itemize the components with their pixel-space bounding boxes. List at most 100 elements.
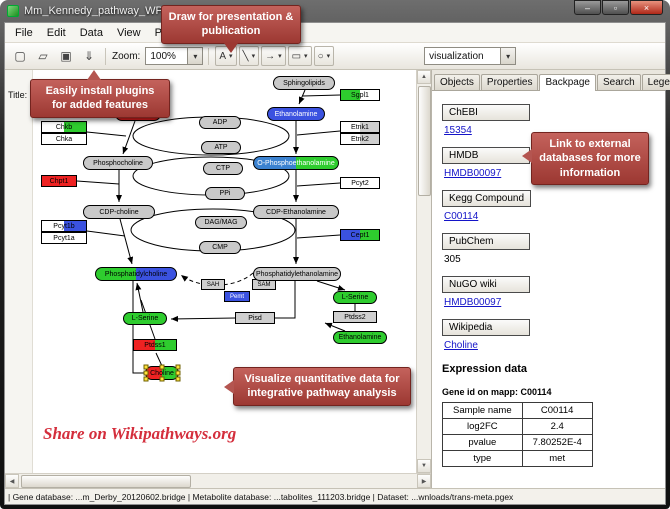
backpage-link-nugo-wiki[interactable]: HMDB00097 [444, 297, 502, 308]
backpage-section-header: NuGO wiki [442, 276, 530, 293]
pathway-node-chka[interactable]: Chka [41, 133, 87, 145]
title-bar: Mm_Kennedy_pathway_WP1771_45176.gpml – ▫… [4, 0, 666, 22]
pathway-node-adp[interactable]: ADP [199, 116, 241, 129]
chevron-down-icon[interactable]: ▾ [251, 53, 256, 60]
pathway-node-ppi[interactable]: PPi [205, 187, 245, 200]
backpage-link-kegg-compound[interactable]: C00114 [444, 211, 479, 222]
pathway-node-l-serine[interactable]: L-Serine [333, 291, 377, 304]
chevron-down-icon[interactable]: ▾ [326, 53, 331, 60]
new-file-button[interactable]: ▢ [9, 46, 31, 66]
pathway-node-ptdss2[interactable]: Ptdss2 [333, 311, 377, 323]
scroll-right-icon[interactable]: ▶ [417, 474, 431, 488]
scroll-left-icon[interactable]: ◀ [5, 474, 19, 488]
visualization-combobox[interactable]: visualization ▾ [424, 47, 517, 65]
pathway-node-phosphatidylcholine[interactable]: Phosphatidylcholine [95, 267, 177, 281]
pathway-node-pemt[interactable]: Pemt [224, 291, 250, 302]
pathway-node-ptdss1[interactable]: Ptdss1 [133, 339, 177, 351]
callout-text: Draw for presentation & publication [168, 11, 294, 38]
selection-handle[interactable] [143, 370, 149, 376]
scroll-down-icon[interactable]: ▼ [417, 459, 431, 473]
backpage-link-hmdb[interactable]: HMDB00097 [444, 168, 502, 179]
pathway-node-ctp[interactable]: CTP [203, 162, 243, 175]
open-folder-button[interactable]: ▱ [32, 46, 54, 66]
tab-search[interactable]: Search [596, 74, 641, 90]
pathway-node-pcyt1a[interactable]: Pcyt1a [41, 232, 87, 244]
scroll-up-icon[interactable]: ▲ [417, 70, 431, 84]
title-field-label: Title: [8, 90, 28, 100]
minimize-button[interactable]: – [574, 0, 601, 15]
callout-draw-presentation: Draw for presentation & publication [161, 5, 301, 53]
pathway-node-pcyt1b[interactable]: Pcyt1b [41, 220, 87, 232]
pathway-node-o-phosphoethanolamine[interactable]: O-Phosphoethanolamine [253, 156, 339, 170]
pathway-node-atp[interactable]: ATP [201, 141, 241, 154]
menu-item-data[interactable]: Data [79, 26, 103, 39]
backpage-section-header: Wikipedia [442, 319, 530, 336]
pathway-node-ethanolamine[interactable]: Ethanolamine [267, 107, 325, 121]
zoom-combobox[interactable]: 100% ▾ [145, 47, 204, 65]
pathway-node-cmp[interactable]: CMP [199, 241, 241, 254]
horizontal-scroll-thumb[interactable] [21, 474, 191, 488]
menu-item-file[interactable]: File [15, 26, 33, 39]
backpage-section-chebi: ChEBI 15354 [442, 102, 655, 136]
pathway-node-sphingolipids[interactable]: Sphingolipids [273, 76, 335, 90]
pathway-node-ethanolamine[interactable]: Ethanolamine [333, 331, 387, 344]
expression-cell: C00114 [521, 402, 593, 419]
tab-backpage[interactable]: Backpage [539, 74, 596, 91]
toolbar: ▢▱▣⇓ Zoom: 100% ▾ A▾╲▾→▾▭▾○▾ visualizati… [5, 43, 665, 70]
selection-handle[interactable] [143, 364, 149, 370]
pathway-node-l-serine[interactable]: L-Serine [123, 312, 167, 325]
app-icon [7, 5, 19, 17]
tab-objects[interactable]: Objects [434, 74, 480, 90]
rectangle-tool-button[interactable]: ▭▾ [287, 46, 312, 66]
pathway-node-cdp-ethanolamine[interactable]: CDP-Ethanolamine [253, 205, 339, 219]
pathway-node-phosphatidylethanolamine[interactable]: Phosphatidylethanolamine [253, 267, 341, 281]
horizontal-scrollbar[interactable]: ◀ ▶ [5, 473, 431, 488]
pathway-node-phosphocholine[interactable]: Phosphocholine [83, 156, 153, 170]
pathway-node-pcyt2[interactable]: Pcyt2 [340, 177, 380, 189]
chevron-down-icon[interactable]: ▾ [500, 48, 516, 64]
pathway-node-cept1[interactable]: Cept1 [340, 229, 380, 241]
selection-handle[interactable] [159, 364, 165, 370]
pathway-node-sah[interactable]: SAH [201, 279, 225, 290]
line-tool-button[interactable]: ╲▾ [238, 46, 260, 66]
pathway-node-choline[interactable]: Choline [143, 364, 181, 382]
ellipse-tool-button[interactable]: ○▾ [313, 46, 335, 66]
pathway-node-sgpl1[interactable]: Sgpl1 [340, 89, 380, 101]
pathway-node-etnk1[interactable]: Etnk1 [340, 121, 380, 133]
backpage-link-wikipedia[interactable]: Choline [444, 340, 478, 351]
menu-item-view[interactable]: View [116, 26, 141, 39]
maximize-button[interactable]: ▫ [602, 0, 629, 15]
backpage-link-chebi[interactable]: 15354 [444, 125, 472, 136]
callout-quantitative-data: Visualize quantitative data for integrat… [224, 367, 411, 406]
pathway-node-cdp-choline[interactable]: CDP-choline [83, 205, 155, 219]
selection-handle[interactable] [143, 376, 149, 382]
vertical-scrollbar[interactable]: ▲ ▼ [416, 70, 431, 473]
chevron-down-icon[interactable]: ▾ [304, 53, 308, 60]
pathway-node-etnk2[interactable]: Etnk2 [340, 133, 380, 145]
selection-handle[interactable] [175, 376, 181, 382]
selection-handle[interactable] [159, 376, 165, 382]
backpage-section-header: ChEBI [442, 104, 530, 121]
chevron-down-icon[interactable]: ▾ [229, 53, 233, 60]
tab-properties[interactable]: Properties [480, 74, 539, 90]
pathway-node-chkb[interactable]: Chkb [41, 121, 87, 133]
selection-handle[interactable] [175, 370, 181, 376]
chevron-down-icon[interactable]: ▾ [278, 53, 282, 60]
vertical-scroll-thumb[interactable] [417, 86, 431, 196]
menu-item-edit[interactable]: Edit [46, 26, 66, 39]
selection-handle[interactable] [175, 364, 181, 370]
pathway-node-dag-mag[interactable]: DAG/MAG [195, 216, 247, 229]
pathway-node-pisd[interactable]: Pisd [235, 312, 275, 324]
chevron-down-icon[interactable]: ▾ [187, 48, 203, 64]
tab-legend[interactable]: Legend [641, 74, 670, 90]
arrow-tool-button[interactable]: →▾ [261, 46, 286, 66]
export-button[interactable]: ⇓ [78, 46, 100, 66]
pathway-node-chpt1[interactable]: Chpt1 [41, 175, 77, 187]
save-button[interactable]: ▣ [55, 46, 77, 66]
close-button[interactable]: × [630, 0, 663, 15]
